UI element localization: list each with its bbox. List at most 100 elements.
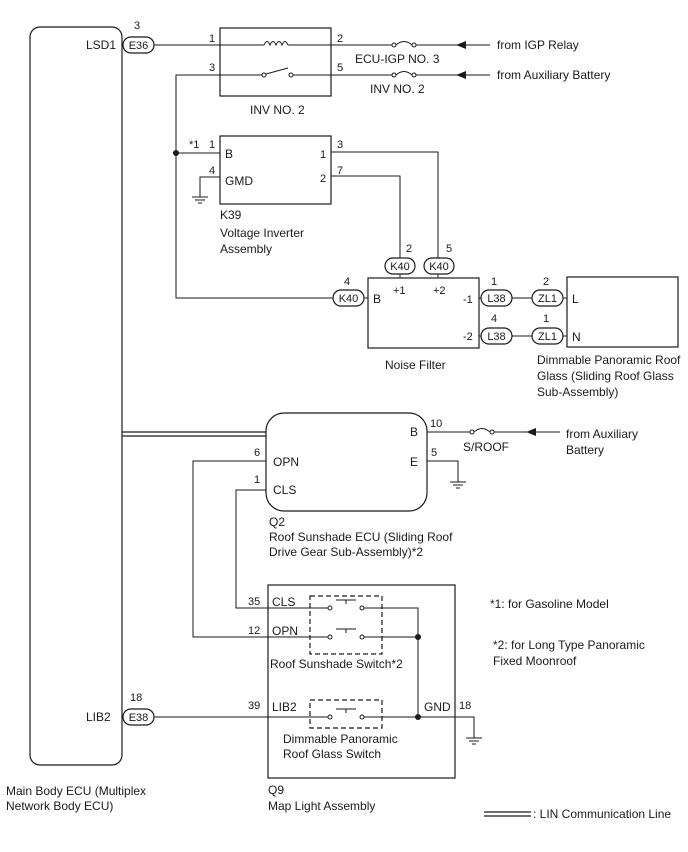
k39-pin-7: 7 [337, 165, 343, 177]
main-body-ecu-name-2: Network Body ECU) [6, 799, 113, 813]
noise-filter-terminal-m1: -1 [463, 294, 473, 306]
noise-filter-terminal-p2: +2 [433, 285, 446, 297]
inv-pin-3: 3 [209, 62, 215, 74]
note-1: *1: for Gasoline Model [490, 597, 609, 611]
q2-terminal-e: E [410, 455, 418, 469]
inv-relay-label: INV NO. 2 [250, 103, 305, 117]
fuse-inv2-label: INV NO. 2 [370, 82, 425, 96]
k39-pin-2: 2 [320, 173, 326, 185]
connector-k40-b-pin: 5 [446, 243, 452, 255]
connector-l38-b-pin: 4 [491, 313, 497, 325]
noise-filter-terminal-m2: -2 [463, 331, 473, 343]
k39-terminal-b: B [225, 147, 233, 161]
roof-sunshade-switch-label: Roof Sunshade Switch*2 [270, 657, 403, 671]
k39-pin-1-right: 1 [320, 149, 326, 161]
ecu-terminal-lib2: LIB2 [86, 710, 111, 724]
voltage-inverter-box [219, 135, 332, 205]
q9-pin-39: 39 [248, 700, 260, 712]
connector-l38-a-label: L38 [487, 293, 505, 305]
arrow-aux2-icon [526, 428, 536, 436]
legend-lin-label: : LIN Communication Line [533, 807, 671, 821]
q2-terminal-b: B [410, 425, 418, 439]
q9-code: Q9 [268, 783, 284, 797]
q9-terminal-lib2: LIB2 [272, 700, 297, 714]
k39-terminal-gmd: GMD [225, 174, 253, 188]
k39-name-1: Voltage Inverter [220, 226, 304, 240]
q9-terminal-gnd: GND [424, 700, 451, 714]
note-2-line-1: *2: for Long Type Panoramic [493, 638, 645, 652]
q2-name-1: Roof Sunshade ECU (Sliding Roof [269, 530, 453, 544]
k39-name-2: Assembly [220, 242, 272, 256]
dimmable-glass-switch-label-2: Roof Glass Switch [283, 747, 381, 761]
glass-terminal-l: L [572, 292, 579, 306]
q9-pin-18: 18 [459, 700, 471, 712]
roof-sunshade-switch [309, 595, 383, 655]
q9-terminal-opn: OPN [272, 624, 298, 638]
connector-zl1-a-pin: 2 [543, 276, 549, 288]
connector-e38-label: E38 [129, 712, 149, 724]
fuse-inv2-icon [395, 71, 413, 76]
fuse-ecu-igp-label: ECU-IGP NO. 3 [355, 52, 440, 66]
source-aux2-2: Battery [566, 443, 604, 457]
noise-filter-label: Noise Filter [385, 358, 446, 372]
connector-zl1-b-label: ZL1 [538, 331, 557, 343]
q2-pin-1: 1 [254, 474, 260, 486]
q2-code: Q2 [269, 515, 285, 529]
arrow-aux1-icon [456, 71, 466, 79]
q9-name: Map Light Assembly [268, 799, 375, 813]
q2-pin-6: 6 [254, 447, 260, 459]
noise-filter-terminal-p1: +1 [393, 285, 406, 297]
inv-relay-box [219, 27, 332, 97]
inv-pin-1: 1 [209, 33, 215, 45]
arrow-igp-icon [456, 41, 466, 49]
fuse-sroof-icon [473, 428, 491, 433]
inv-pin-5: 5 [337, 62, 343, 74]
k39-pin-1-left: 1 [209, 139, 215, 151]
relay-coil-icon [263, 41, 289, 47]
connector-k40-a-label: K40 [390, 261, 410, 273]
connector-k40-c-pin: 4 [344, 276, 350, 288]
glass-name-1: Dimmable Panoramic Roof [537, 353, 681, 367]
glass-terminal-n: N [572, 330, 581, 344]
inv-pin-2: 2 [337, 33, 343, 45]
connector-zl1-b-pin: 1 [543, 313, 549, 325]
main-body-ecu-name-1: Main Body ECU (Multiplex [6, 784, 146, 798]
q9-pin-12: 12 [248, 625, 260, 637]
source-igp-relay: from IGP Relay [497, 38, 579, 52]
connector-e36-pin: 3 [134, 20, 140, 32]
main-body-ecu-box [29, 26, 123, 766]
glass-name-2: Glass (Sliding Roof Glass [537, 369, 674, 383]
connector-k40-b [423, 257, 455, 275]
source-aux-battery: from Auxiliary Battery [497, 68, 610, 82]
connector-k40-c-label: K40 [339, 293, 359, 305]
fuse-sroof-label: S/ROOF [463, 440, 509, 454]
noise-filter-terminal-b: B [373, 292, 381, 306]
noise-filter-box [367, 277, 480, 349]
q2-pin-10: 10 [430, 418, 442, 430]
connector-e38-pin: 18 [130, 692, 142, 704]
roof-sunshade-ecu-box [265, 412, 428, 512]
k39-note: *1 [189, 139, 199, 151]
connector-e36-label: E36 [129, 40, 149, 52]
k39-code: K39 [220, 208, 242, 222]
k39-pin-3: 3 [337, 139, 343, 151]
q2-terminal-cls: CLS [273, 483, 296, 497]
connector-k40-b-label: K40 [429, 261, 449, 273]
q2-name-2: Drive Gear Sub-Assembly)*2 [269, 545, 423, 559]
dimmable-glass-switch-label-1: Dimmable Panoramic [283, 732, 398, 746]
dimmable-glass-switch [309, 699, 383, 729]
connector-l38-a-pin: 1 [491, 276, 497, 288]
ecu-terminal-lsd1: LSD1 [86, 38, 116, 52]
q2-pin-5: 5 [431, 447, 437, 459]
fuse-ecu-igp-icon [395, 41, 413, 46]
note-2-line-2: Fixed Moonroof [493, 654, 577, 668]
q9-pin-35: 35 [248, 596, 260, 608]
dimmable-glass-box [566, 276, 679, 348]
connector-k40-a-pin: 2 [406, 243, 412, 255]
q2-terminal-opn: OPN [273, 455, 299, 469]
connector-l38-b-label: L38 [487, 331, 505, 343]
glass-name-3: Sub-Assembly) [537, 385, 618, 399]
map-light-assembly-box [267, 584, 456, 779]
connector-zl1-a-label: ZL1 [538, 293, 557, 305]
